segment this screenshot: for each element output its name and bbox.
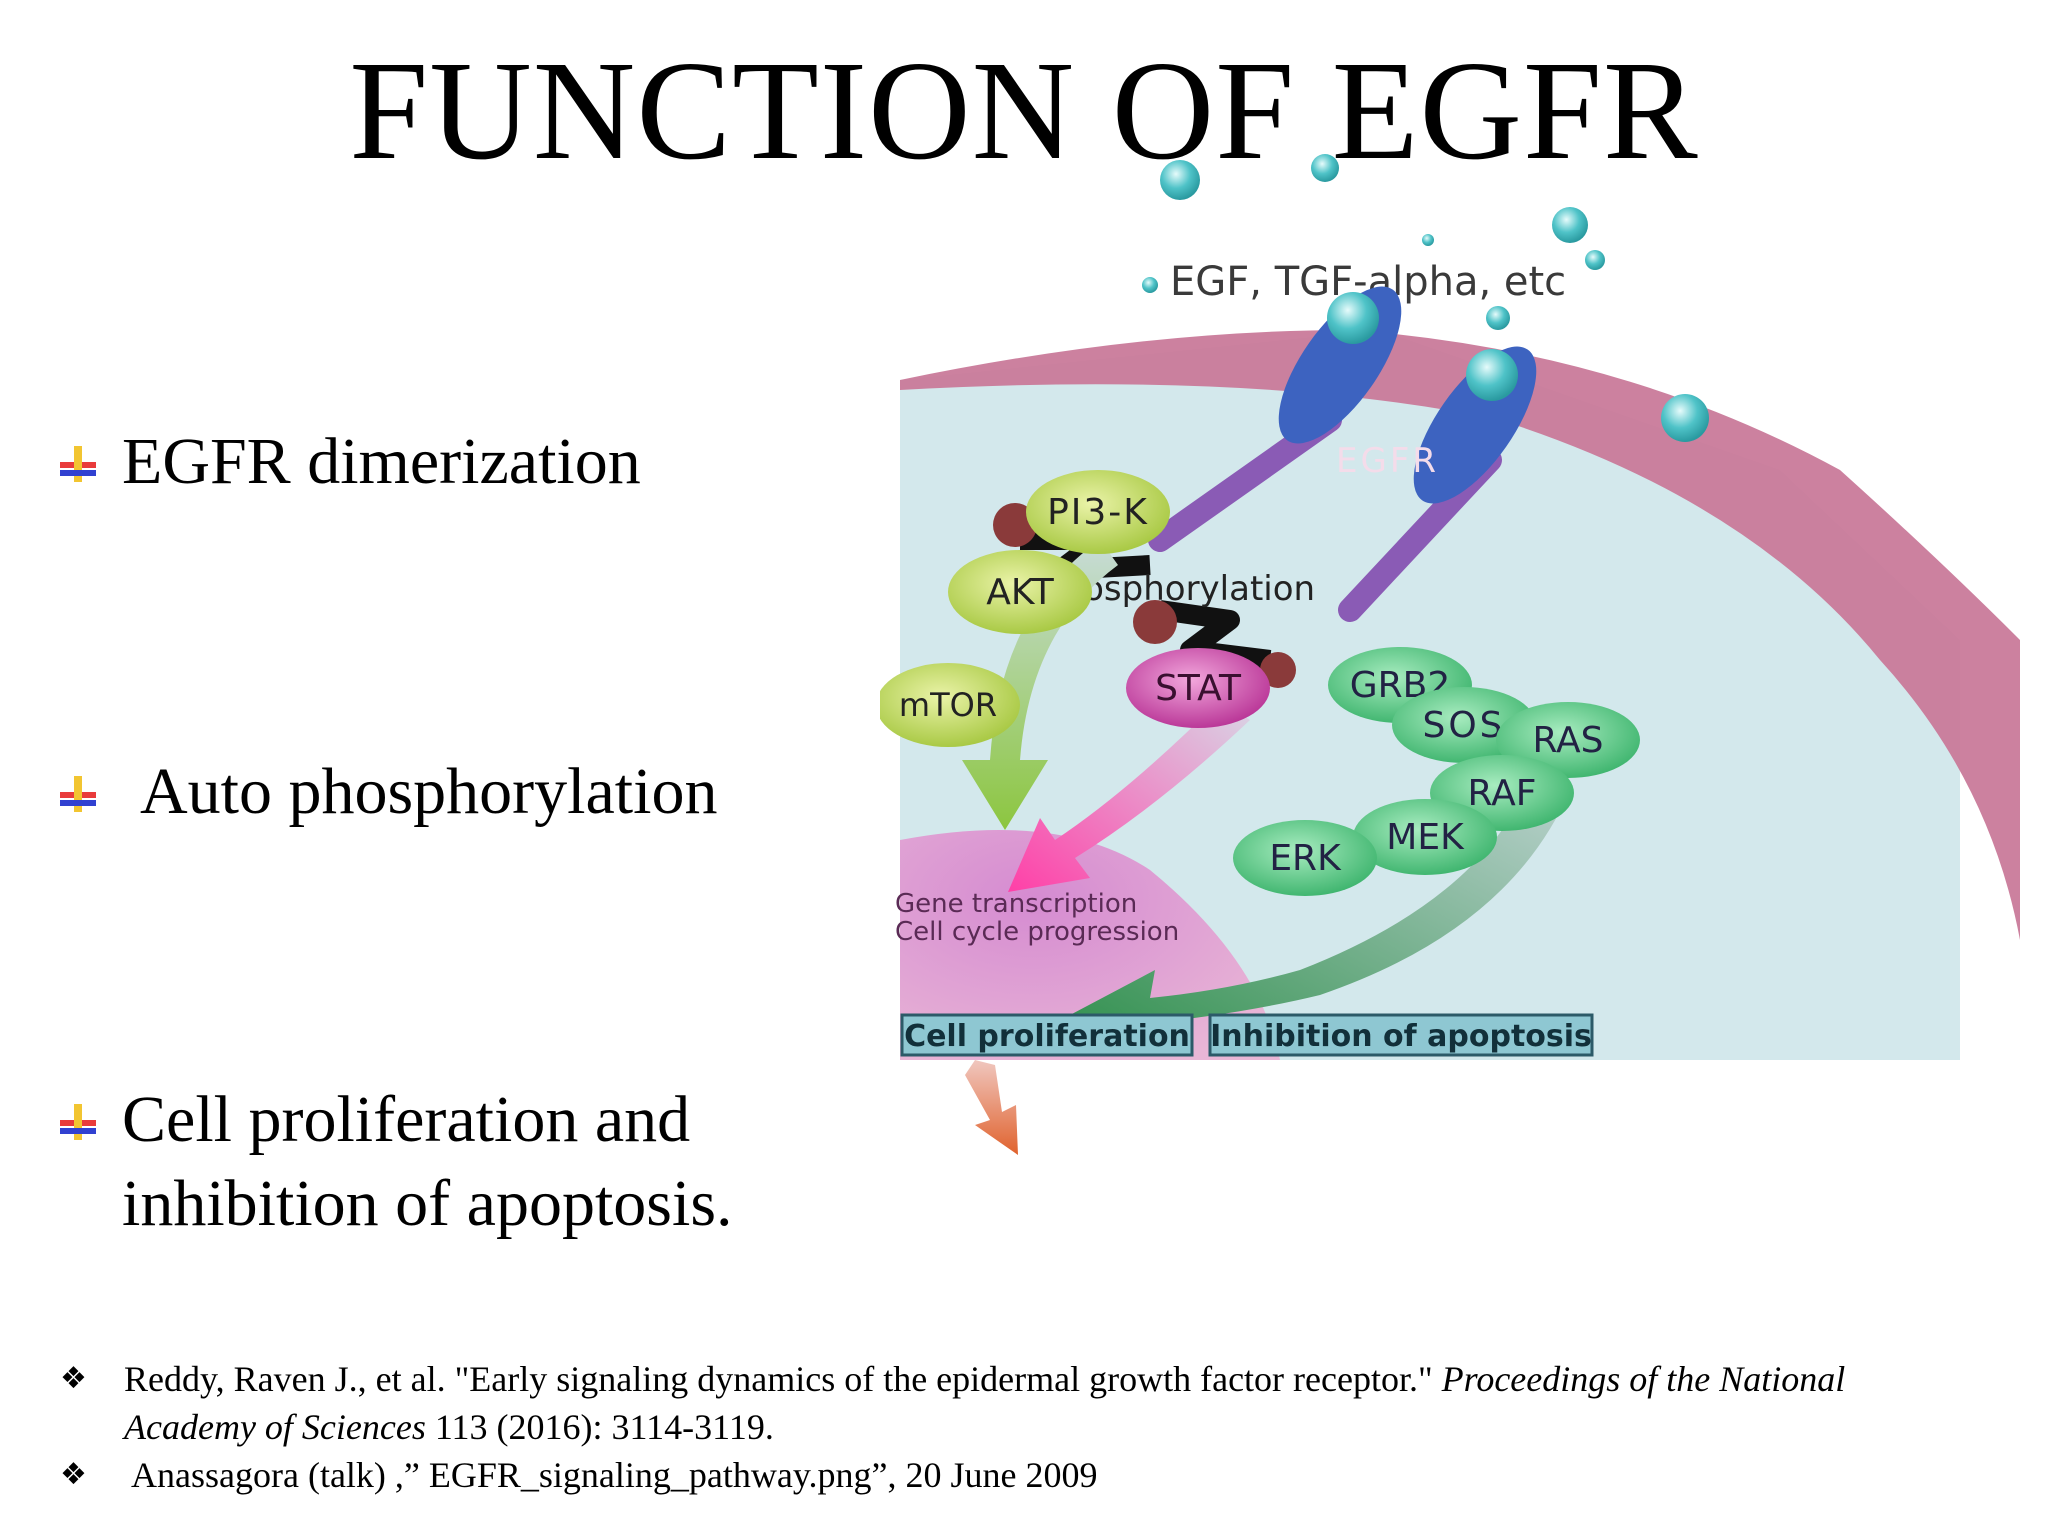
node-mek: MEK [1353,799,1497,875]
reference-1: ❖ Reddy, Raven J., et al. "Early signali… [60,1355,2040,1451]
bullet-cross-icon [60,1104,96,1140]
outcome-cell-proliferation: Cell proliferation [900,1013,1194,1057]
slide-title: FUNCTION OF EGFR [349,31,1699,189]
svg-text:Inhibition of apoptosis: Inhibition of apoptosis [1210,1019,1592,1054]
nucleus-label-cell-cycle: Cell cycle progression [895,917,1179,947]
stat-pathway-arrow [1008,700,1250,892]
bullet-cross-icon [60,776,96,812]
svg-text:Cell proliferation: Cell proliferation [904,1019,1190,1054]
svg-text:ERK: ERK [1269,838,1342,879]
diamond-bullet-icon: ❖ [60,1457,87,1492]
svg-text:SOS: SOS [1422,705,1505,746]
svg-text:mTOR: mTOR [899,686,997,724]
node-erk: ERK [1233,820,1377,896]
egfr-signaling-diagram: EGF, TGF-alpha, etc EGFR phosphorylation… [880,154,2020,1155]
svg-text:STAT: STAT [1155,668,1242,709]
svg-text:MEK: MEK [1386,817,1465,858]
node-stat: STAT [1126,648,1270,728]
egfr-receptor [993,286,1537,688]
references: ❖ Reddy, Raven J., et al. "Early signali… [60,1355,2040,1499]
nucleus-label-gene-transcription: Gene transcription [895,889,1137,919]
outcome-inhibition-of-apoptosis: Inhibition of apoptosis [1208,1013,1594,1057]
node-pi3k: PI3-K [1026,470,1170,554]
receptor-label: EGFR [1336,441,1439,481]
svg-text:AKT: AKT [986,572,1054,613]
bullet-text-line-2: inhibition of apoptosis. [122,1167,733,1240]
node-mtor: mTOR [880,663,1020,747]
reference-2: ❖ Anassagora (talk) ,” EGFR_signaling_pa… [60,1451,2040,1499]
pi3k-pathway-arrow [962,540,1118,830]
svg-text:RAF: RAF [1468,773,1537,814]
svg-text:PI3-K: PI3-K [1047,492,1149,533]
bullet-cross-icon [60,446,96,482]
bullet-text-line-1: Cell proliferation and [122,1083,691,1156]
transcription-output-arrow [965,1060,1018,1155]
diamond-bullet-icon: ❖ [60,1361,87,1396]
bullet-text: EGFR dimerization [122,425,641,498]
bullet-text: Auto phosphorylation [140,755,718,828]
svg-text:RAS: RAS [1532,720,1603,761]
node-akt: AKT [948,550,1092,634]
cell-membrane [900,330,2020,940]
ligand-molecules [1142,154,1709,442]
